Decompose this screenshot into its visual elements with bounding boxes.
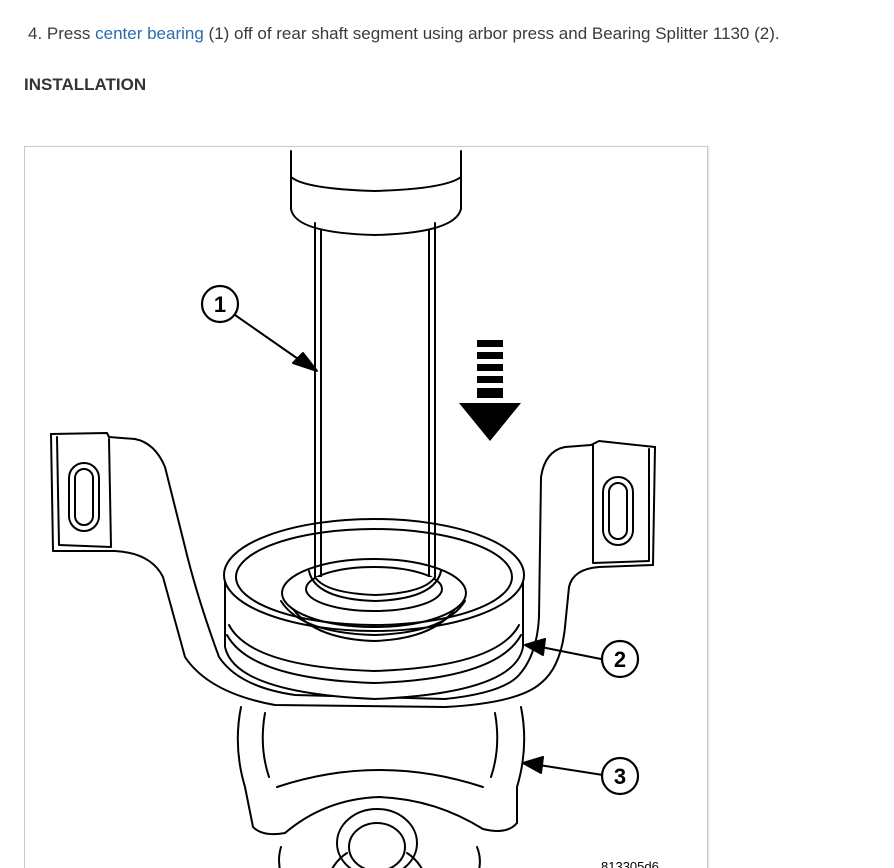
- step-text-after: (1) off of rear shaft segment using arbo…: [208, 24, 780, 43]
- callout-leaders: [234, 314, 604, 776]
- callout-1: 1: [200, 284, 240, 324]
- figure-id: 813305d6: [601, 859, 659, 868]
- installation-heading: INSTALLATION: [24, 75, 147, 94]
- callout-1-label: 1: [214, 292, 226, 317]
- press-direction-arrow-icon: [459, 340, 521, 441]
- callout-3: 3: [600, 756, 640, 796]
- callout-2: 2: [600, 639, 640, 679]
- step-number: 4.: [28, 24, 43, 43]
- shaft-yoke: [236, 706, 526, 868]
- procedure-illustration: 1 2 3 813305d6: [24, 146, 708, 868]
- right-bracket-arm: [444, 440, 656, 708]
- callout-2-label: 2: [614, 647, 626, 672]
- center-bearing-link[interactable]: center bearing: [95, 24, 204, 43]
- step-text-before: Press: [46, 24, 91, 43]
- rear-shaft-segment: [290, 150, 462, 602]
- step-instruction: 4. Press center bearing (1) off of rear …: [28, 22, 780, 46]
- left-bracket-arm: [50, 432, 446, 708]
- bearing-press-drawing: 1 2 3: [50, 150, 656, 868]
- bearing-splitter: [223, 518, 525, 700]
- callout-3-label: 3: [614, 764, 626, 789]
